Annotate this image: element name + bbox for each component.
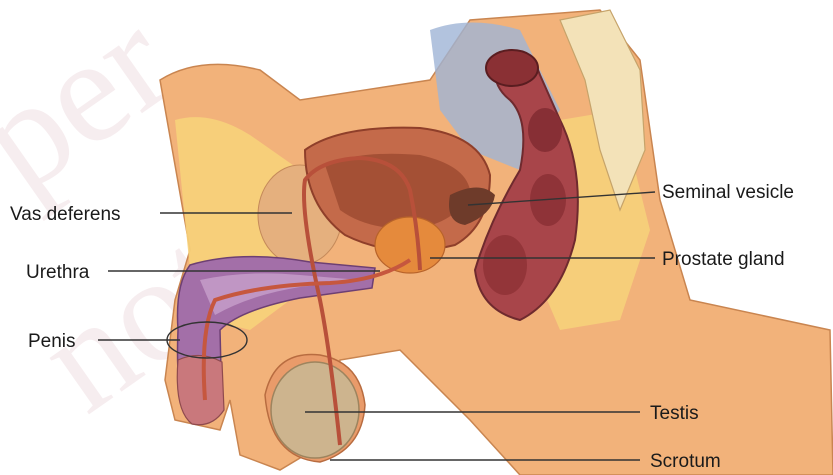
label-seminal-vesicle: Seminal vesicle (662, 182, 794, 203)
rectum-fold-lower (483, 235, 527, 295)
testis-shape (271, 362, 359, 458)
glans (177, 355, 224, 424)
label-prostate-gland: Prostate gland (662, 249, 785, 270)
rectum-opening (486, 50, 538, 86)
label-testis: Testis (650, 403, 699, 424)
anatomy-illustration (160, 10, 833, 475)
label-vas-deferens: Vas deferens (10, 204, 121, 225)
prostate-gland-shape (375, 217, 445, 273)
label-penis: Penis (28, 331, 76, 352)
label-scrotum: Scrotum (650, 451, 721, 472)
rectum-fold-upper (528, 108, 562, 152)
label-urethra: Urethra (26, 262, 90, 283)
